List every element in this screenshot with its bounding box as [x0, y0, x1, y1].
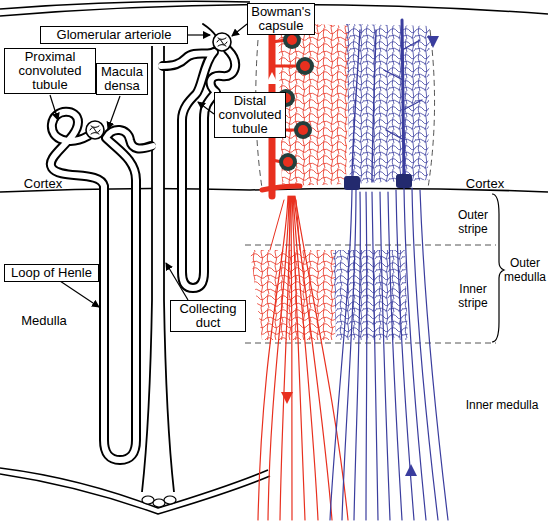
zone-label: Cortex: [460, 176, 510, 191]
kidney-outline: [0, 468, 268, 508]
zone-boundary: [245, 343, 496, 344]
capillary-network: [250, 250, 335, 340]
cortical-nephron: [161, 24, 235, 288]
zone-label: Medulla: [14, 313, 74, 328]
juxtamedullary-nephron: [90, 126, 100, 134]
callout-text: Distal convoluted tubule: [217, 94, 283, 136]
leader-arrow: [188, 34, 210, 35]
kidney-outline: [0, 1, 250, 9]
zone-label: Cortex: [18, 176, 68, 191]
callout-box: Bowman's capsule: [247, 3, 315, 35]
juxtamedullary-nephron: [51, 112, 153, 460]
cortical-nephron: [213, 33, 231, 51]
cortical-nephron: [161, 50, 235, 288]
leader-arrow: [108, 96, 120, 129]
collecting-duct: [142, 46, 152, 492]
glomerulus: [283, 157, 293, 167]
kidney-outline: [0, 474, 270, 514]
flow-arrow: [405, 464, 417, 476]
callout-box: Loop of Henle: [4, 264, 99, 282]
glomerulus: [287, 35, 297, 45]
juxtamedullary-nephron: [51, 112, 153, 460]
kidney-outline: [0, 1, 548, 514]
glomerulus: [298, 125, 308, 135]
flow-arrow: [427, 36, 439, 48]
zone-label: Inner medulla: [458, 398, 546, 412]
collecting-duct: [142, 496, 154, 504]
callout-text: Collecting duct: [173, 302, 243, 330]
leader-arrow: [60, 281, 99, 307]
flow-arrow: [266, 72, 278, 84]
callout-text: Glomerular arteriole: [43, 28, 185, 42]
collecting-duct: [153, 499, 165, 507]
flow-arrow: [281, 392, 293, 404]
callout-box: Proximal convoluted tubule: [4, 48, 96, 94]
callout-box: Glomerular arteriole: [40, 26, 188, 44]
capillary-network: [346, 24, 430, 184]
cortical-nephron: [217, 38, 227, 46]
arterial-tree: [258, 196, 348, 520]
callout-box: Macula densa: [96, 63, 148, 95]
arcuate-vein: [344, 176, 360, 190]
arcuate-vein: [396, 174, 412, 188]
zone-bracket: [492, 194, 504, 342]
venous-tree: [352, 30, 422, 182]
leader-arrow: [198, 102, 214, 114]
collecting-duct: [164, 496, 176, 504]
zone-label: Outer medulla: [502, 256, 548, 284]
zone-label: Inner stripe: [450, 282, 496, 310]
leader-arrow: [166, 263, 188, 300]
glomerulus: [294, 121, 312, 139]
glomerulus: [279, 153, 297, 171]
venous-tree: [330, 188, 448, 520]
cortical-nephron: [203, 24, 216, 36]
leader-arrow: [50, 95, 58, 120]
callout-text: Proximal convoluted tubule: [7, 50, 93, 92]
venous-tree: [402, 20, 404, 180]
callout-box: Collecting duct: [170, 300, 246, 332]
callout-text: Bowman's capsule: [250, 5, 312, 33]
arterial-tree: [270, 200, 300, 250]
callout-text: Macula densa: [99, 65, 145, 93]
callout-box: Distal convoluted tubule: [214, 92, 286, 138]
capillary-network: [278, 22, 350, 186]
venous-tree: [330, 20, 448, 520]
glomerulus: [296, 57, 314, 75]
glomerulus: [300, 61, 310, 71]
zone-boundary: [245, 245, 496, 246]
callout-text: Loop of Henle: [7, 266, 96, 280]
juxtamedullary-nephron: [86, 121, 104, 139]
arterial-tree: [262, 186, 300, 190]
leader-arrow: [232, 24, 247, 36]
arcuate-vein: [344, 174, 412, 190]
collecting-duct: [142, 46, 176, 507]
zone-label: Outer stripe: [450, 208, 496, 236]
